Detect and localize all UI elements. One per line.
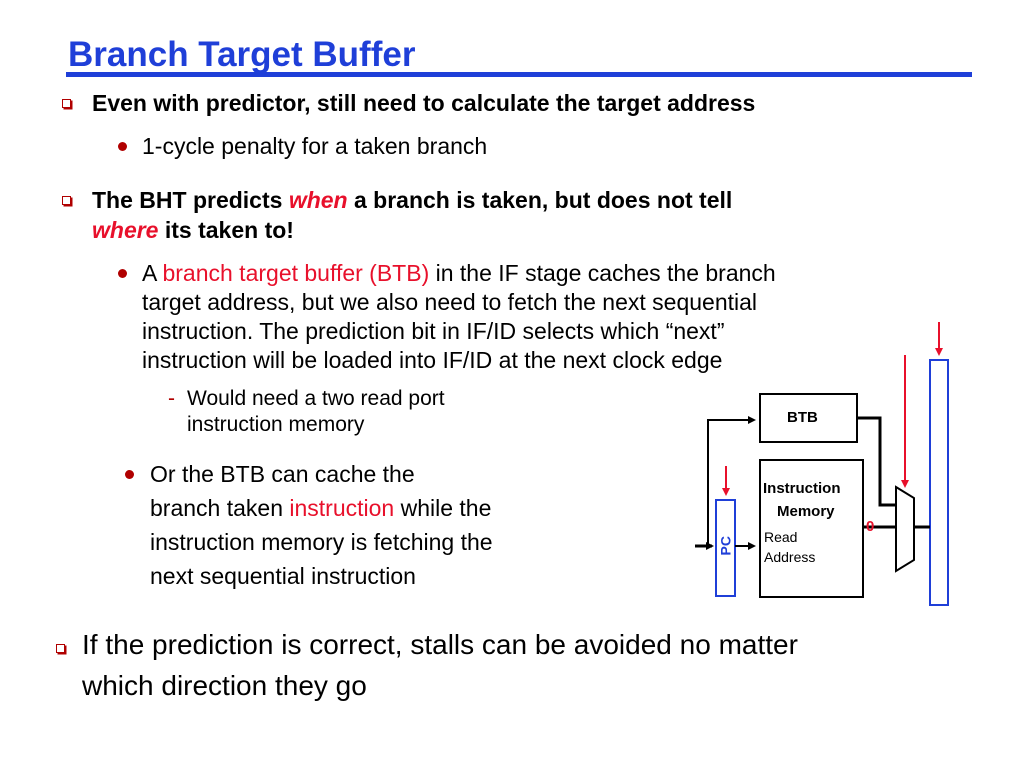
square-bullet-icon [62,196,71,205]
cache-bullet-line-2: branch taken instruction while the [150,495,492,521]
instruction-memory-box [759,459,864,598]
slide-title: Branch Target Buffer [68,35,416,74]
title-underline [66,72,972,77]
square-bullet-icon [56,644,65,653]
dash-sub-line-2: instruction memory [187,413,365,436]
btb-term: branch target buffer (BTB) [162,260,430,286]
cache-bullet-line-3: instruction memory is fetching the [150,529,493,555]
pc-label: PC [717,536,734,556]
btb-bullet-line-4: instruction will be loaded into IF/ID at… [142,347,723,373]
read-label-1: Read [764,529,798,545]
imem-label-2: Memory [777,503,835,520]
emphasis-where: where [92,217,159,243]
mux-shape [895,485,915,573]
btb-to-mux-wire [857,416,895,507]
square-bullet-icon [62,99,71,108]
if-id-register [929,359,949,606]
btb-bullet-line-2: target address, but we also need to fetc… [142,289,758,315]
bullet-2-line-2: where its taken to! [92,217,294,243]
btb-box [759,393,858,443]
cache-bullet-line-4: next sequential instruction [150,563,416,589]
imem-label-1: Instruction [763,480,841,497]
cache-bullet-line-1: Or the BTB can cache the [150,461,415,487]
pc-register [715,499,736,597]
btb-bullet-line-1: A branch target buffer (BTB) in the IF s… [142,260,776,286]
emphasis-when: when [288,187,348,213]
instruction-term: instruction [289,495,395,521]
read-label-2: Address [764,549,816,565]
bullet-1-sub-text: 1-cycle penalty for a taken branch [142,133,488,159]
round-bullet-icon [118,269,127,278]
bullet-3-line-1: If the prediction is correct, stalls can… [82,629,798,660]
bullet-3-line-2: which direction they go [82,670,367,701]
bullet-2-line-1: The BHT predicts when a branch is taken,… [92,187,733,213]
dash-bullet: - [168,387,175,410]
pc-to-btb-wire [707,416,756,546]
round-bullet-icon [125,470,134,479]
mux-input-zero: 0 [866,518,875,535]
round-bullet-icon [118,142,127,151]
dash-sub-line-1: Would need a two read port [187,387,445,410]
btb-label: BTB [787,409,818,426]
btb-bullet-line-3: instruction. The prediction bit in IF/ID… [142,318,725,344]
bullet-1-text: Even with predictor, still need to calcu… [92,90,756,116]
